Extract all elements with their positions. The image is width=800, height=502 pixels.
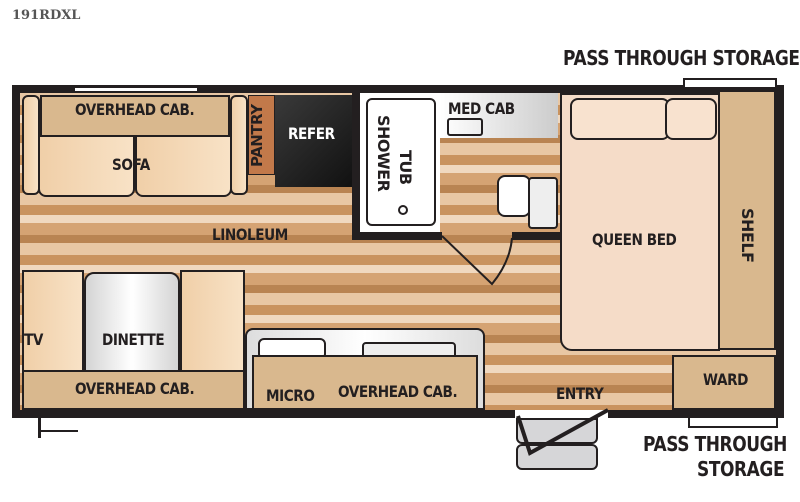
tv-label: TV: [24, 330, 43, 349]
med-cab-label: MED CAB: [448, 99, 515, 118]
shelf-label: SHELF: [738, 208, 757, 263]
model-name: 191RDXL: [12, 8, 81, 23]
drain-icon: [398, 205, 408, 215]
pass-through-door-bottom: [688, 418, 778, 428]
toilet-tank: [528, 177, 558, 229]
sink-icon: [447, 118, 483, 136]
pass-through-storage-top-label: PASS THROUGH STORAGE: [563, 46, 800, 70]
pass-through-storage-bottom-label: PASS THROUGH: [643, 432, 787, 456]
pillow: [665, 98, 717, 140]
entry-door-swing: [516, 408, 609, 456]
overhead-cab-label: OVERHEAD CAB.: [75, 100, 195, 119]
bathroom-wall: [352, 232, 442, 240]
overhead-cabinet-left: [22, 370, 245, 410]
dinette-label: DINETTE: [102, 330, 165, 349]
dinette-seat: [22, 270, 84, 372]
pantry: [248, 95, 275, 175]
pantry-label: PANTRY: [248, 104, 266, 167]
overhead-cab-label: OVERHEAD CAB.: [75, 379, 195, 398]
shower-tub: [366, 98, 436, 226]
sofa-label: SOFA: [112, 155, 150, 174]
entry-label: ENTRY: [556, 384, 604, 403]
dinette-seat: [180, 270, 245, 372]
linoleum-label: LINOLEUM: [212, 225, 288, 244]
pass-through-storage-bottom-label: STORAGE: [697, 457, 785, 481]
hitch-mark: [38, 418, 41, 438]
window: [75, 88, 197, 91]
queen-bed-label: QUEEN BED: [592, 230, 677, 249]
ward-label: WARD: [703, 370, 748, 389]
refer-label: REFER: [288, 124, 335, 143]
overhead-cabinet-kitchen: [252, 355, 478, 410]
sofa-cushion: [135, 135, 232, 197]
bathroom-wall: [352, 90, 360, 240]
overhead-cab-label: OVERHEAD CAB.: [338, 382, 458, 401]
hitch-mark: [38, 430, 78, 432]
micro-label: MICRO: [266, 386, 315, 405]
tub-label: TUB: [396, 150, 415, 185]
bathroom-wall: [512, 232, 560, 240]
sofa-arm-right: [230, 95, 248, 195]
door-swing: [441, 235, 513, 286]
pillow: [570, 98, 670, 140]
wardrobe: [672, 355, 776, 410]
refrigerator: [275, 95, 352, 187]
medicine-cabinet: [440, 93, 558, 138]
shelf: [718, 90, 776, 350]
toilet-icon: [497, 175, 531, 217]
sofa-cushion: [38, 135, 135, 197]
shower-label: SHOWER: [374, 115, 393, 192]
dinette-table: [84, 272, 180, 372]
pass-through-door-top: [683, 78, 777, 87]
entry-door-opening[interactable]: [515, 410, 608, 418]
